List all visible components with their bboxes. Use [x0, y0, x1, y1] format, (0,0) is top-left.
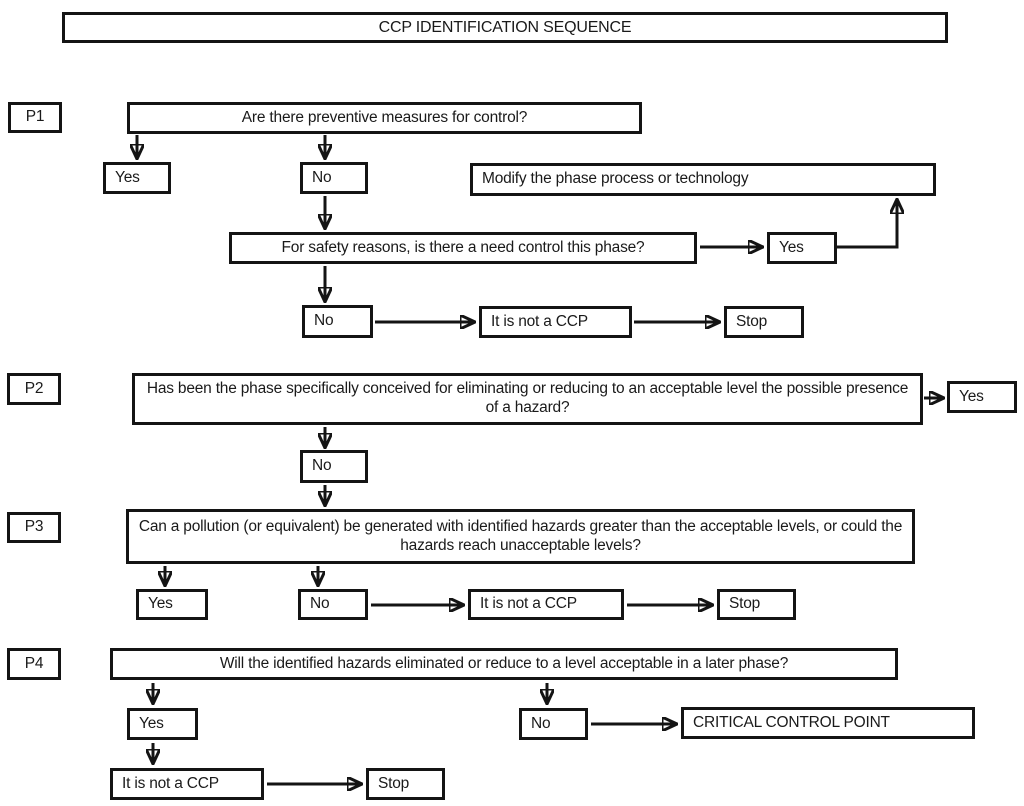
p1-modify-box: Modify the phase process or technology: [470, 163, 936, 196]
p2-yes-box: Yes: [947, 381, 1017, 413]
p3-question: Can a pollution (or equivalent) be gener…: [126, 509, 915, 564]
p1-stop-box: Stop: [724, 306, 804, 338]
diagram-title: CCP IDENTIFICATION SEQUENCE: [62, 12, 948, 43]
p4-label: P4: [7, 648, 61, 680]
p1-yes2-box: Yes: [767, 232, 837, 264]
p1-label: P1: [8, 102, 62, 133]
p1-no-box: No: [300, 162, 368, 194]
p1-question2: For safety reasons, is there a need cont…: [229, 232, 697, 264]
p2-question: Has been the phase specifically conceive…: [132, 373, 923, 425]
p4-stop-box: Stop: [366, 768, 445, 800]
p3-label: P3: [7, 512, 61, 543]
arrow-yes2-to-modify: [837, 201, 897, 249]
p4-critical-control-point-box: CRITICAL CONTROL POINT: [681, 707, 975, 739]
p1-not-ccp-box: It is not a CCP: [479, 306, 632, 338]
p3-yes-box: Yes: [136, 589, 208, 620]
p2-no-box: No: [300, 450, 368, 483]
p3-stop-box: Stop: [717, 589, 796, 620]
p3-not-ccp-box: It is not a CCP: [468, 589, 624, 620]
p4-yes-box: Yes: [127, 708, 198, 740]
p4-not-ccp-box: It is not a CCP: [110, 768, 264, 800]
p2-label: P2: [7, 373, 61, 405]
p3-no-box: No: [298, 589, 368, 620]
p4-question: Will the identified hazards eliminated o…: [110, 648, 898, 680]
p4-no-box: No: [519, 708, 588, 740]
p1-no2-box: No: [302, 305, 373, 338]
p1-yes-box: Yes: [103, 162, 171, 194]
p1-question: Are there preventive measures for contro…: [127, 102, 642, 134]
